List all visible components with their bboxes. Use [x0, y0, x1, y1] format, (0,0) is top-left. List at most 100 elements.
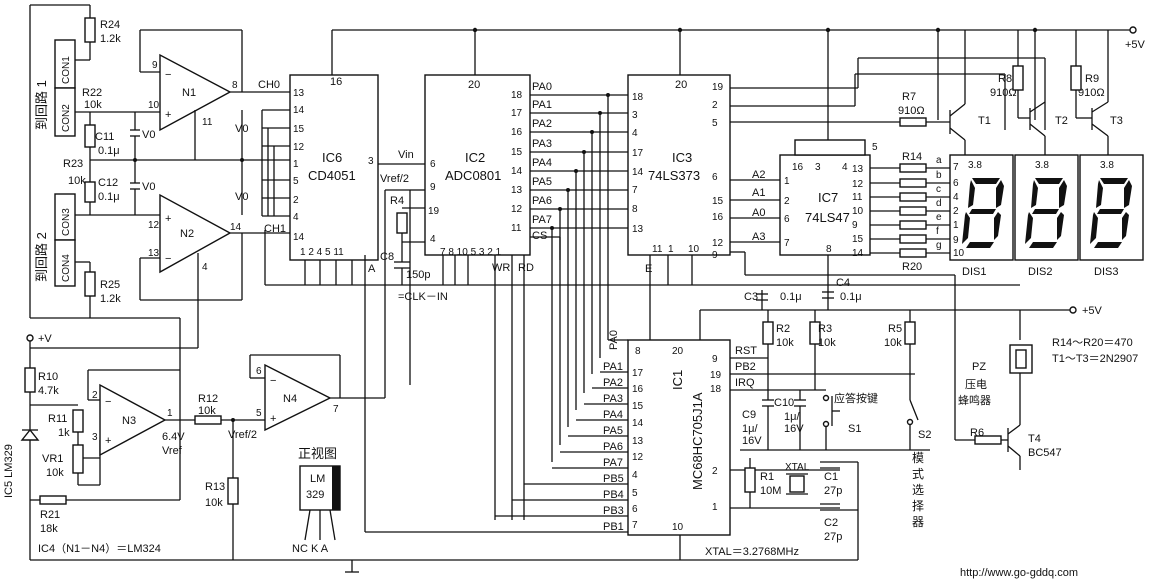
- svg-text:+: +: [165, 109, 171, 121]
- r14-label: R14: [902, 151, 922, 163]
- r1-value: 10M: [760, 485, 781, 497]
- ic1-mcu: 8 20 9 17 16 15 14 13 12 4 5 6 7 19 18 2…: [364, 255, 915, 536]
- svg-text:5: 5: [632, 488, 638, 499]
- top-power-rail: +5V: [331, 26, 1146, 140]
- ic3-part: 74LS373: [648, 168, 700, 183]
- svg-text:18: 18: [632, 92, 644, 103]
- svg-text:3.8: 3.8: [1035, 160, 1049, 171]
- plus5v-top-label: +5V: [1125, 39, 1146, 51]
- ic1-part: MC68HC705J1A: [690, 392, 705, 490]
- website-url: http://www.go-gddq.com: [960, 567, 1078, 579]
- t4-part: BC547: [1028, 447, 1062, 459]
- svg-text:PA7: PA7: [603, 457, 623, 469]
- r8-label: R8: [998, 73, 1012, 85]
- svg-text:11: 11: [511, 223, 522, 234]
- c12-label: C12: [98, 177, 118, 189]
- svg-text:12: 12: [148, 220, 160, 231]
- svg-text:6: 6: [430, 159, 436, 170]
- svg-text:14: 14: [632, 418, 644, 429]
- opamp-n2: N2 + − 12 13 14 4: [30, 193, 290, 349]
- s2-label: S2: [918, 429, 931, 441]
- t3-label: T3: [1110, 115, 1123, 127]
- ic7-74ls47: 5 16 3 4 IC7 74LS47 1 2 6 7 13 12 11 10 …: [779, 139, 878, 285]
- r21-label: R21: [40, 509, 60, 521]
- c12-value: 0.1μ: [98, 191, 120, 203]
- pz-label: PZ: [972, 361, 986, 373]
- svg-text:N2: N2: [180, 228, 194, 240]
- svg-text:PA4: PA4: [532, 157, 552, 169]
- note-t1-t3: T1～T3＝2N2907: [1052, 353, 1138, 365]
- r2-label: R2: [776, 323, 790, 335]
- svg-text:19: 19: [710, 370, 722, 381]
- c4-label: C4: [836, 277, 850, 289]
- svg-text:7: 7: [953, 162, 959, 173]
- n3-label: N3: [122, 415, 136, 427]
- svg-text:2: 2: [92, 390, 98, 401]
- svg-text:1: 1: [668, 244, 674, 255]
- c10-label: C10: [774, 397, 794, 409]
- svg-text:7: 7: [632, 185, 638, 196]
- svg-text:14: 14: [852, 248, 864, 259]
- s2-label-cn-2: 式: [912, 467, 924, 481]
- c8-label: C8: [380, 251, 394, 263]
- svg-text:20: 20: [468, 79, 480, 91]
- svg-text:16: 16: [712, 212, 724, 223]
- ic2-adc0801: 20 IC2 ADC0801 Vin Vref/2 6 9 19 4 7 8 1…: [380, 74, 561, 520]
- r11-label: R11: [48, 413, 67, 425]
- svg-text:PB3: PB3: [603, 505, 624, 517]
- resistor-r8: [1012, 65, 1024, 91]
- svg-text:16: 16: [632, 384, 644, 395]
- svg-text:14: 14: [632, 167, 644, 178]
- svg-text:PA6: PA6: [603, 441, 623, 453]
- c10-value: 1μ/: [784, 411, 800, 423]
- pz-label-cn2: 蜂鸣器: [958, 393, 991, 407]
- dis2-label: DIS2: [1028, 266, 1052, 278]
- xtal-label: XTAL: [785, 462, 810, 473]
- r5-value: 10k: [884, 337, 902, 349]
- resistor-r13: [227, 477, 239, 505]
- svg-text:13: 13: [148, 248, 160, 259]
- svg-text:18: 18: [710, 384, 722, 395]
- svg-text:16: 16: [330, 76, 342, 88]
- resistor-r2: [762, 321, 774, 345]
- lm329-pins: NC K A: [292, 543, 329, 555]
- ic6-part: CD4051: [308, 168, 356, 183]
- svg-text:13: 13: [632, 436, 644, 447]
- svg-text:PB4: PB4: [603, 489, 624, 501]
- svg-text:−: −: [270, 375, 276, 387]
- svg-text:15: 15: [852, 234, 864, 245]
- svg-text:12: 12: [632, 452, 644, 463]
- r1-label: R1: [760, 471, 774, 483]
- svg-text:4: 4: [430, 234, 436, 245]
- svg-text:9: 9: [953, 235, 959, 246]
- svg-text:1: 1: [784, 176, 790, 187]
- c2-value: 27p: [824, 531, 842, 543]
- svg-text:3: 3: [368, 156, 374, 167]
- svg-text:4: 4: [842, 162, 848, 173]
- svg-text:20: 20: [675, 79, 687, 91]
- display-dis1: 3.8 764 219 10: [949, 154, 1014, 261]
- s2-label-cn-4: 择: [912, 499, 924, 513]
- channel2-label: 到回路 2: [34, 232, 49, 282]
- r3-value: 10k: [818, 337, 836, 349]
- svg-text:13: 13: [632, 224, 644, 235]
- r12-label: R12: [198, 393, 218, 405]
- svg-text:9: 9: [712, 354, 718, 365]
- display-dis3: 3.8: [1079, 154, 1144, 261]
- svg-text:10: 10: [852, 206, 864, 217]
- t4-label: T4: [1028, 433, 1041, 445]
- ic5-label: IC5 LM329: [3, 444, 15, 498]
- dis1-label: DIS1: [962, 266, 986, 278]
- c4-value: 0.1μ: [840, 291, 862, 303]
- resistor-r25: [84, 271, 96, 297]
- c11-label: C11: [95, 131, 114, 143]
- r2-value: 10k: [776, 337, 794, 349]
- ic3-label: IC3: [672, 150, 692, 165]
- svg-text:5: 5: [872, 142, 878, 153]
- rd-label: RD: [518, 262, 534, 274]
- ic4-note: IC4（N1－N4）＝LM324: [38, 542, 161, 555]
- svg-text:14: 14: [293, 232, 305, 243]
- svg-text:2: 2: [712, 100, 718, 111]
- r9-label: R9: [1085, 73, 1099, 85]
- svg-text:11: 11: [852, 192, 863, 203]
